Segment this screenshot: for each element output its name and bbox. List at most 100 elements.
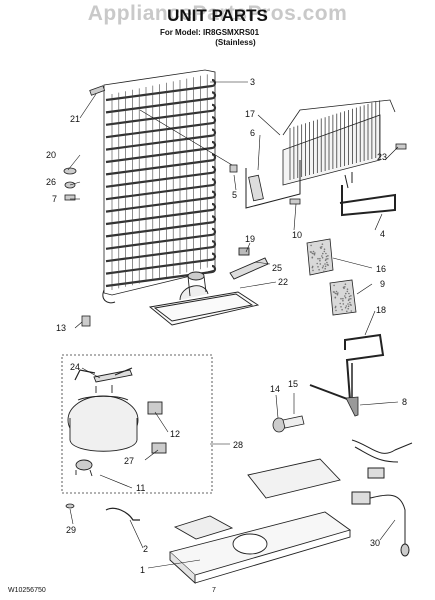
foam-texture-dot: [325, 255, 328, 258]
foam-texture-dot: [347, 299, 350, 302]
callout-7: 7: [52, 194, 57, 204]
condenser-tube-pass: [105, 140, 217, 164]
callout-12: 12: [170, 429, 180, 439]
tubes-misc: [74, 367, 140, 521]
foam-texture-dot: [347, 307, 350, 310]
foam-texture-dot: [335, 309, 337, 312]
document-number: W10256750: [8, 587, 46, 594]
condenser-tube-pass: [105, 116, 217, 139]
callout-26: 26: [46, 177, 56, 187]
foam-texture-dot: [321, 246, 323, 248]
condenser-tube-pass: [105, 252, 217, 275]
callout-13: 13: [56, 323, 66, 333]
foam-texture-dot: [320, 247, 322, 250]
callout-20: 20: [46, 150, 56, 160]
foam-texture-dot: [319, 263, 322, 265]
callout-23: 23: [377, 152, 387, 162]
foam-texture-dot: [322, 265, 325, 267]
foam-texture-dot: [324, 259, 327, 262]
callout-14: 14: [270, 384, 280, 394]
callout-22: 22: [278, 277, 288, 287]
foam-texture-dot: [337, 292, 339, 294]
condenser-tube-pass: [105, 202, 217, 226]
foam-texture-dot: [344, 283, 347, 286]
callout-21: 21: [70, 114, 80, 124]
foam-texture-dot: [317, 266, 319, 268]
condenser-tube-pass: [105, 190, 217, 213]
foam-texture-dot: [327, 255, 329, 257]
model-line: For Model: IR8GSMXRS01: [159, 28, 260, 37]
foam-block-16: [306, 238, 334, 276]
foam-texture-dot: [348, 292, 350, 295]
page-title: UNIT PARTS: [167, 6, 268, 25]
foam-texture-dot: [342, 297, 344, 300]
foam-texture-dot: [322, 252, 324, 255]
foam-texture-dot: [321, 243, 324, 245]
foam-texture-dot: [324, 267, 327, 270]
foam-texture-dot: [342, 299, 344, 302]
callout-2: 2: [143, 544, 148, 554]
foam-texture-dot: [311, 252, 314, 255]
foam-texture-dot: [333, 291, 336, 293]
foam-texture-dot: [350, 298, 352, 300]
foam-texture-dot: [346, 288, 349, 291]
foam-texture-dot: [349, 301, 351, 304]
callout-16: 16: [376, 264, 386, 274]
condenser-coil: [102, 69, 217, 304]
condenser-tube-pass: [105, 91, 217, 114]
foam-texture-dot: [334, 306, 337, 309]
callout-24: 24: [70, 362, 80, 372]
finish-line: (Stainless): [215, 38, 256, 47]
condenser-tube-pass: [105, 215, 217, 238]
page-number: 7: [212, 587, 216, 594]
callout-8: 8: [402, 397, 407, 407]
condenser-tube-pass: [105, 227, 217, 250]
callout-11: 11: [136, 483, 145, 493]
callout-25: 25: [272, 263, 282, 273]
foam-texture-dot: [343, 287, 345, 290]
foam-texture-dot: [311, 256, 314, 259]
small-parts: [63, 85, 407, 509]
foam-texture-dot: [324, 265, 327, 268]
drain-pan-22: [148, 247, 269, 326]
foam-texture-dot: [345, 305, 348, 307]
foam-texture-dot: [327, 270, 330, 272]
foam-texture-dot: [321, 255, 323, 257]
foam-texture-dot: [335, 290, 338, 293]
foam-texture-dot: [340, 306, 342, 308]
foam-texture-dot: [318, 268, 320, 271]
foam-texture-dot: [346, 290, 349, 293]
foam-texture-dot: [319, 259, 321, 262]
foam-texture-dot: [325, 252, 327, 255]
callout-9: 9: [380, 279, 385, 289]
callout-10: 10: [292, 230, 302, 240]
foam-texture-dot: [350, 295, 352, 297]
condenser-tube-pass: [105, 128, 217, 151]
foam-texture-dot: [342, 303, 345, 305]
foam-texture-dot: [344, 306, 347, 309]
base-plate: [169, 458, 352, 585]
wire-harness-30: [351, 439, 413, 557]
callout-4: 4: [380, 229, 385, 239]
foam-texture-dot: [312, 250, 315, 253]
foam-texture-dot: [333, 284, 335, 287]
foam-texture-dot: [336, 293, 339, 296]
foam-texture-dot: [344, 286, 346, 288]
foam-texture-dot: [341, 308, 343, 311]
foam-texture-dot: [344, 295, 346, 297]
foam-texture-dot: [325, 258, 328, 260]
foam-texture-dot: [314, 252, 316, 254]
foam-texture-dot: [347, 305, 350, 308]
foam-texture-dot: [347, 303, 349, 305]
foam-texture-dot: [310, 251, 313, 253]
callout-28: 28: [233, 440, 243, 450]
foam-texture-dot: [324, 263, 326, 265]
condenser-tube-pass: [105, 165, 217, 188]
foam-texture-dot: [346, 310, 348, 313]
callout-18: 18: [376, 305, 386, 315]
foam-texture-dot: [334, 296, 337, 299]
foam-texture-dot: [345, 292, 347, 295]
callout-6: 6: [250, 128, 255, 138]
